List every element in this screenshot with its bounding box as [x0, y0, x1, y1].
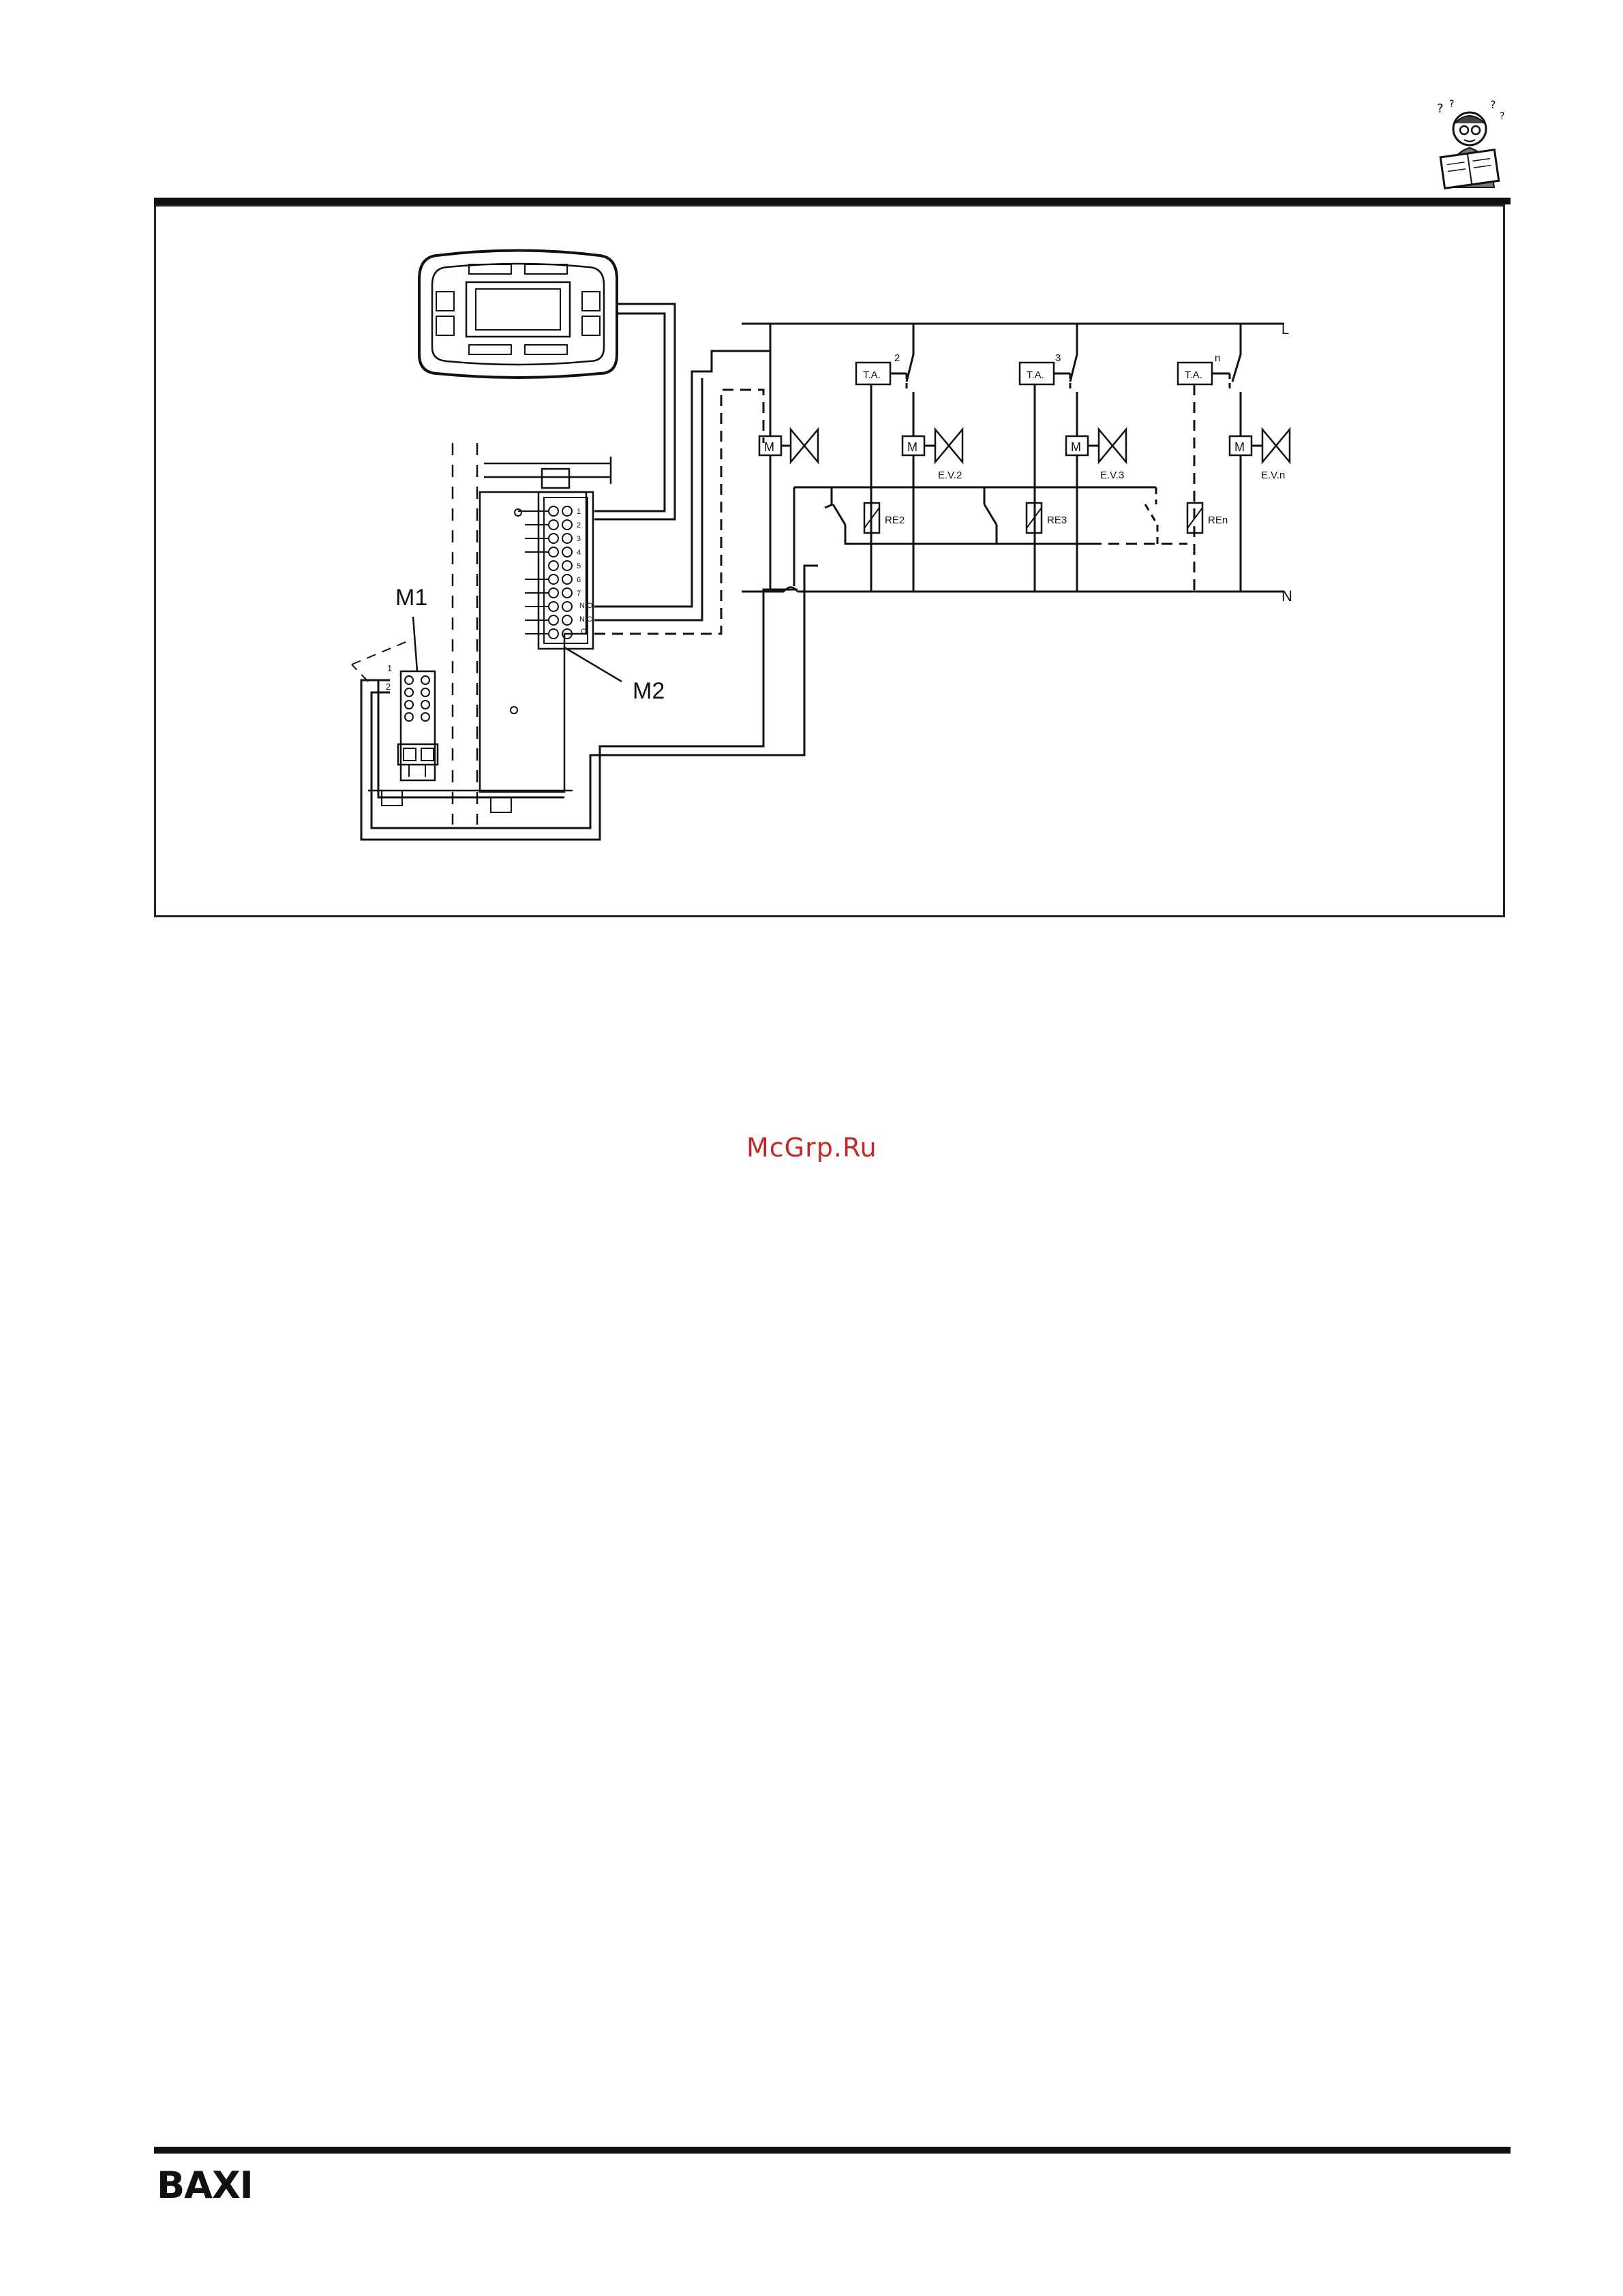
- zone-2-motor: M: [907, 440, 917, 454]
- m2-terminal-label: 5: [577, 562, 581, 570]
- zone-3-ta: T.A.: [1027, 369, 1044, 381]
- zone-n-relay: REn: [1208, 515, 1228, 526]
- m2-terminal-label: 4: [577, 549, 581, 557]
- m1-terminal-label: 1: [387, 663, 392, 673]
- wiring-diagram: M1 M2 L N M T.A. 2 M E.V.2 RE2 T.A. 3 M …: [0, 0, 1623, 954]
- m2-terminal-label: N.C.: [579, 615, 594, 624]
- m2-terminal-label: 2: [577, 521, 581, 530]
- m2-terminal-label: 7: [577, 590, 581, 598]
- terminal-block-m1: [352, 641, 438, 780]
- zone-2-circuit: [825, 324, 1091, 592]
- zone-2-ta: T.A.: [863, 369, 881, 381]
- m2-terminal-label: C: [581, 628, 586, 636]
- zone-3-number: 3: [1055, 352, 1061, 364]
- m1-terminal-label: 2: [386, 682, 391, 692]
- zone-2-number: 2: [894, 352, 900, 364]
- zone-3-relay: RE3: [1047, 515, 1067, 526]
- brand-logo: BAXI: [157, 2164, 253, 2207]
- zone-n-circuit: [1091, 324, 1290, 592]
- zone-2-valve: E.V.2: [938, 470, 962, 481]
- m2-terminal-label: N.O.: [579, 602, 595, 610]
- bus-label-neutral: N: [1281, 587, 1292, 604]
- bus-label-live: L: [1281, 322, 1289, 337]
- callout-m2: M2: [633, 678, 665, 704]
- watermark-text: McGrp.Ru: [746, 1133, 877, 1163]
- zone-n-valve: E.V.n: [1261, 470, 1285, 481]
- zone-n-motor: M: [1234, 440, 1245, 454]
- zone-2-relay: RE2: [885, 515, 905, 526]
- zone1-motor-label: M: [764, 440, 774, 454]
- zone-n-ta: T.A.: [1185, 369, 1202, 381]
- zone-3-valve: E.V.3: [1100, 470, 1124, 481]
- callout-m1: M1: [395, 585, 427, 611]
- remote-controller: [419, 251, 617, 378]
- zone-n-number: n: [1215, 352, 1220, 364]
- m2-terminal-label: 3: [577, 535, 581, 543]
- m2-terminal-label: 1: [577, 508, 581, 516]
- footer-rule: [154, 2147, 1511, 2154]
- zone-3-motor: M: [1071, 440, 1081, 454]
- m2-terminal-label: 6: [577, 576, 581, 584]
